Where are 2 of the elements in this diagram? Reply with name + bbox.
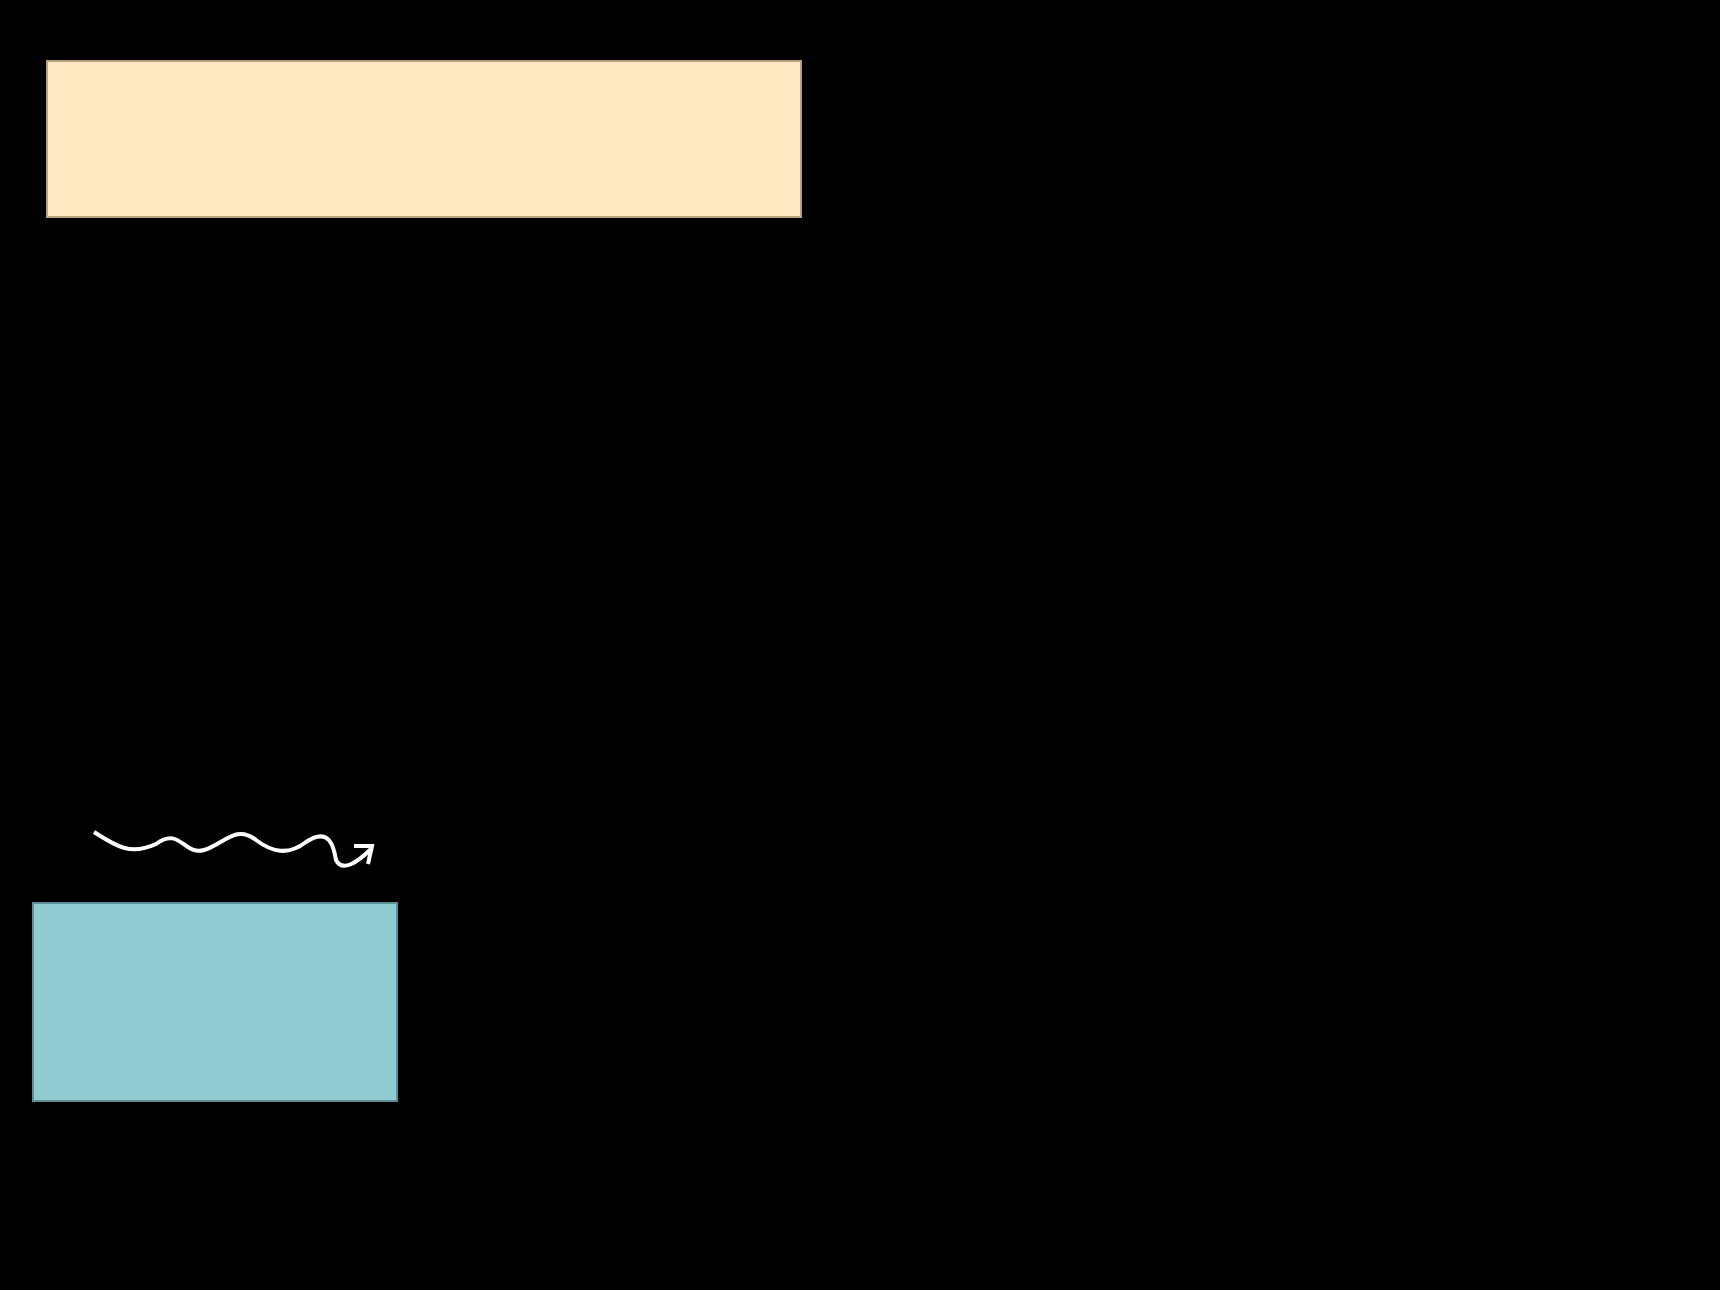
banner-panel [46,60,802,218]
block-panel [32,902,398,1102]
